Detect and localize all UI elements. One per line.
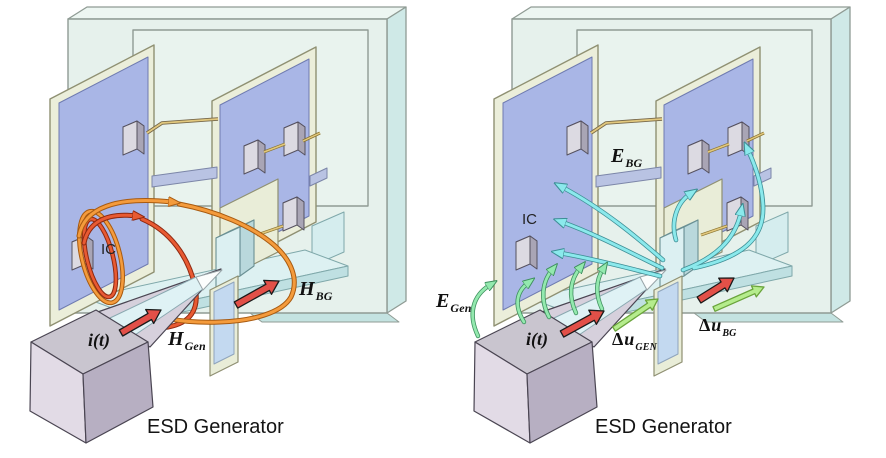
e-gen-sub: Gen bbox=[450, 301, 472, 315]
du-gen-main: u bbox=[624, 329, 635, 349]
e-gen-main: E bbox=[436, 290, 450, 312]
du-gen-label: ΔuGEN bbox=[612, 330, 657, 353]
e-gen-field-arrows bbox=[470, 268, 603, 339]
delta-glyph: Δ bbox=[612, 329, 624, 349]
ic-label-right: IC bbox=[522, 211, 537, 228]
current-arrow bbox=[118, 308, 162, 337]
ic-label-left: IC bbox=[101, 241, 116, 258]
h-bg-label: HBG bbox=[299, 279, 333, 302]
caption-left: ESD Generator bbox=[147, 416, 284, 438]
h-gen-sub: Gen bbox=[184, 339, 206, 353]
e-gen-label: EGen bbox=[436, 291, 472, 314]
du-gen-sub: GEN bbox=[635, 342, 658, 353]
left-panel-block-arrows bbox=[118, 279, 280, 337]
du-bg-label: ΔuBG bbox=[699, 316, 737, 339]
h-bg-sub: BG bbox=[315, 289, 333, 303]
du-bg-arrow bbox=[712, 285, 765, 312]
du-gen-arrow bbox=[611, 298, 659, 332]
current-arrow bbox=[559, 309, 605, 338]
du-bg-main: u bbox=[711, 315, 722, 335]
h-field-loops bbox=[76, 200, 297, 331]
right-panel-block-arrows bbox=[559, 277, 765, 338]
h-bg-main: H bbox=[299, 278, 315, 300]
e-bg-main: E bbox=[611, 145, 625, 167]
current-label-right: i(t) bbox=[526, 329, 548, 349]
right-panel-scene bbox=[470, 7, 850, 444]
ground-current-arrow bbox=[696, 277, 735, 304]
left-panel-scene bbox=[29, 7, 406, 444]
du-bg-sub: BG bbox=[722, 328, 737, 339]
delta-glyph: Δ bbox=[699, 315, 711, 335]
ground-current-arrow bbox=[233, 279, 280, 309]
h-gen-label: HGen bbox=[168, 329, 206, 352]
h-gen-main: H bbox=[168, 328, 184, 350]
e-bg-label: EBG bbox=[611, 146, 642, 169]
e-field-arrows bbox=[560, 150, 766, 279]
caption-right: ESD Generator bbox=[595, 416, 732, 438]
current-label-left: i(t) bbox=[88, 330, 110, 350]
e-bg-sub: BG bbox=[625, 156, 643, 170]
